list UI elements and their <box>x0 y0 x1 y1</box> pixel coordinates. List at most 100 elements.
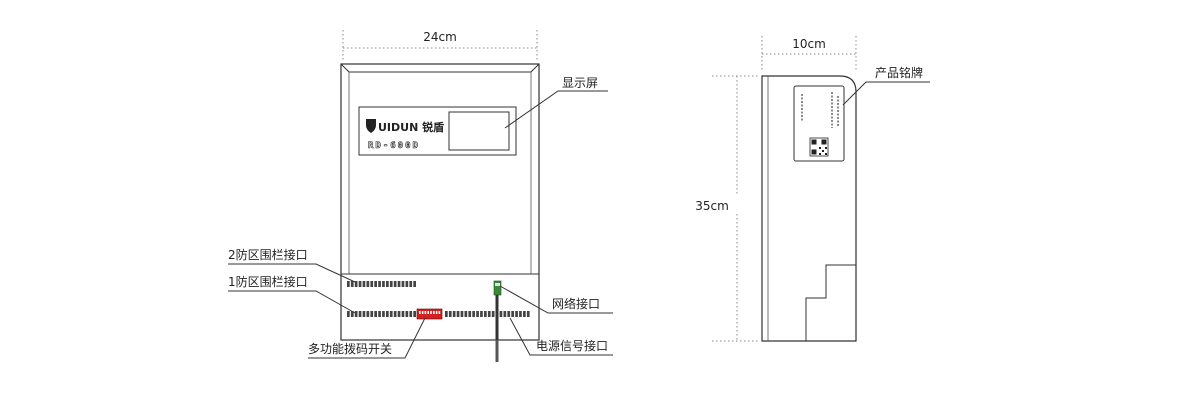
terminal-pin <box>456 311 460 317</box>
terminal-pin <box>397 281 401 287</box>
power-port-label: 电源信号接口 <box>536 338 608 353</box>
terminal-pin <box>487 311 491 317</box>
dip-switch-position <box>421 311 424 314</box>
terminal-pin <box>366 281 370 287</box>
display-screen <box>448 111 510 151</box>
terminal-pin <box>370 311 374 317</box>
terminal-pin <box>511 311 514 317</box>
dip-switch-position <box>433 311 435 314</box>
brand-logo-text: UIDUN 锐盾 <box>378 120 444 134</box>
terminal-pin <box>350 311 354 317</box>
terminal-pin <box>484 311 487 317</box>
side-view: 10cm 35cm <box>695 36 930 342</box>
terminal-pin <box>401 311 405 317</box>
display-screen-leader <box>504 90 608 129</box>
terminal-pin <box>386 311 389 317</box>
terminal-pin <box>468 311 472 317</box>
terminal-pin <box>362 281 366 287</box>
terminal-pin <box>405 311 409 317</box>
dip-switch-label: 多功能拨码开关 <box>308 342 392 356</box>
terminal-pin <box>389 311 393 317</box>
display-screen-label: 显示屏 <box>562 76 598 90</box>
dip-switch-position <box>435 311 438 314</box>
zone2-port-leader <box>228 263 356 283</box>
dip-switch <box>416 308 443 320</box>
terminal-pin <box>464 311 468 317</box>
network-port-label: 网络接口 <box>552 296 600 311</box>
nameplate-label: 产品铭牌 <box>875 65 923 80</box>
dip-switch-position <box>430 311 432 314</box>
terminal-pin <box>354 281 358 287</box>
nameplate-text-lines <box>801 92 839 128</box>
side-bracket-steps <box>805 264 856 341</box>
terminal-pin <box>382 311 385 317</box>
side-height-label: 35cm <box>695 199 729 213</box>
front-enclosure <box>340 63 540 341</box>
terminal-pin <box>347 311 350 317</box>
zone2-port-label: 2防区围栏接口 <box>228 247 308 262</box>
terminal-pin <box>350 281 354 287</box>
terminal-pin <box>476 311 479 317</box>
dip-switch-position <box>419 311 421 314</box>
terminal-pin <box>515 311 518 317</box>
model-label: RD-600D <box>368 141 420 151</box>
terminal-pin <box>358 281 362 287</box>
terminal-pin <box>503 311 507 317</box>
terminal-pin <box>386 281 389 287</box>
nameplate-leader <box>842 81 930 106</box>
terminal-pin <box>445 311 448 317</box>
terminal-pin <box>409 311 413 317</box>
terminal-pin <box>401 281 405 287</box>
dip-switch-position <box>427 311 429 314</box>
terminal-pin <box>472 311 475 317</box>
terminal-pin <box>378 311 381 317</box>
network-port-leader <box>499 285 613 314</box>
dip-switch-position <box>438 311 441 314</box>
zone1-port-leader <box>228 290 356 314</box>
terminal-pin <box>452 311 456 317</box>
terminal-pin <box>393 281 397 287</box>
terminal-pin <box>389 281 393 287</box>
terminal-pin <box>382 281 385 287</box>
terminal-pin <box>378 281 381 287</box>
front-width-label: 24cm <box>423 30 457 44</box>
front-lid-bevel <box>340 63 540 73</box>
side-width-label: 10cm <box>792 37 826 51</box>
product-nameplate <box>793 85 845 162</box>
terminal-pin <box>405 281 409 287</box>
terminal-pin <box>413 281 416 287</box>
terminal-pin <box>374 311 377 317</box>
terminal-pin <box>397 311 401 317</box>
terminal-row-bottom <box>347 311 530 317</box>
terminal-pin <box>519 311 522 317</box>
zone1-port-label: 1防区围栏接口 <box>228 274 308 289</box>
power-port-leader <box>509 317 613 356</box>
terminal-pin <box>409 281 413 287</box>
terminal-pin <box>362 311 366 317</box>
terminal-pin <box>507 311 511 317</box>
terminal-pin <box>358 311 362 317</box>
terminal-pin <box>354 311 358 317</box>
terminal-pin <box>448 311 452 317</box>
terminal-row-zone2 <box>347 281 416 287</box>
terminal-pin <box>523 311 526 317</box>
terminal-pin <box>491 311 495 317</box>
shield-logo-icon <box>366 119 376 133</box>
terminal-pin <box>347 281 350 287</box>
rj45-contacts <box>495 283 500 286</box>
dip-switch-positions <box>419 311 441 314</box>
terminal-pin <box>499 311 503 317</box>
terminal-pin <box>374 281 377 287</box>
terminal-pin <box>366 311 370 317</box>
dip-switch-leader <box>308 317 426 359</box>
terminal-pin <box>370 281 374 287</box>
terminal-pin <box>413 311 416 317</box>
terminal-pin <box>480 311 483 317</box>
terminal-pin <box>393 311 397 317</box>
terminal-pin <box>460 311 464 317</box>
dip-switch-position <box>424 311 427 314</box>
terminal-pin <box>526 311 530 317</box>
front-view: 24cm UIDUN 锐盾 RD-600D 显示屏 2防区围 <box>228 30 613 362</box>
qr-code-icon <box>809 137 829 157</box>
